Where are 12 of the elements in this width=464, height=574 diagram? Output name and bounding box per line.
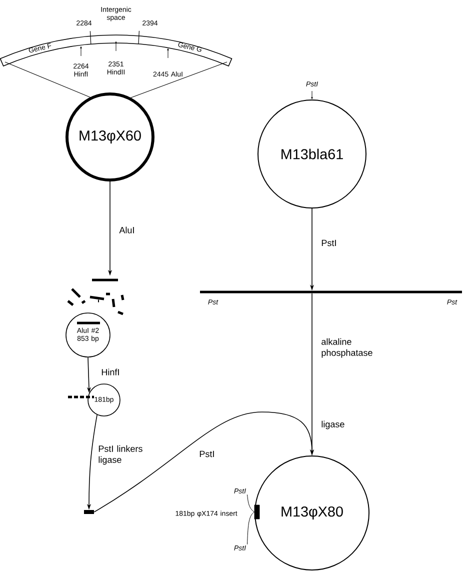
edge-label: PstI bbox=[322, 240, 336, 246]
dna-fragment bbox=[84, 510, 94, 514]
dna-fragments-drawing bbox=[67, 278, 124, 316]
arrow bbox=[94, 412, 314, 512]
step-label: ligase bbox=[322, 420, 344, 430]
leader-line bbox=[246, 512, 255, 545]
edge-label: AluI bbox=[119, 226, 134, 234]
edge-label: PstI linkers ligase bbox=[98, 445, 142, 465]
edge-label: alkaline phosphatase bbox=[322, 338, 372, 358]
edge-label: HinfI bbox=[102, 368, 119, 376]
leader-line bbox=[246, 494, 255, 512]
edge-label: PstI bbox=[200, 450, 214, 458]
